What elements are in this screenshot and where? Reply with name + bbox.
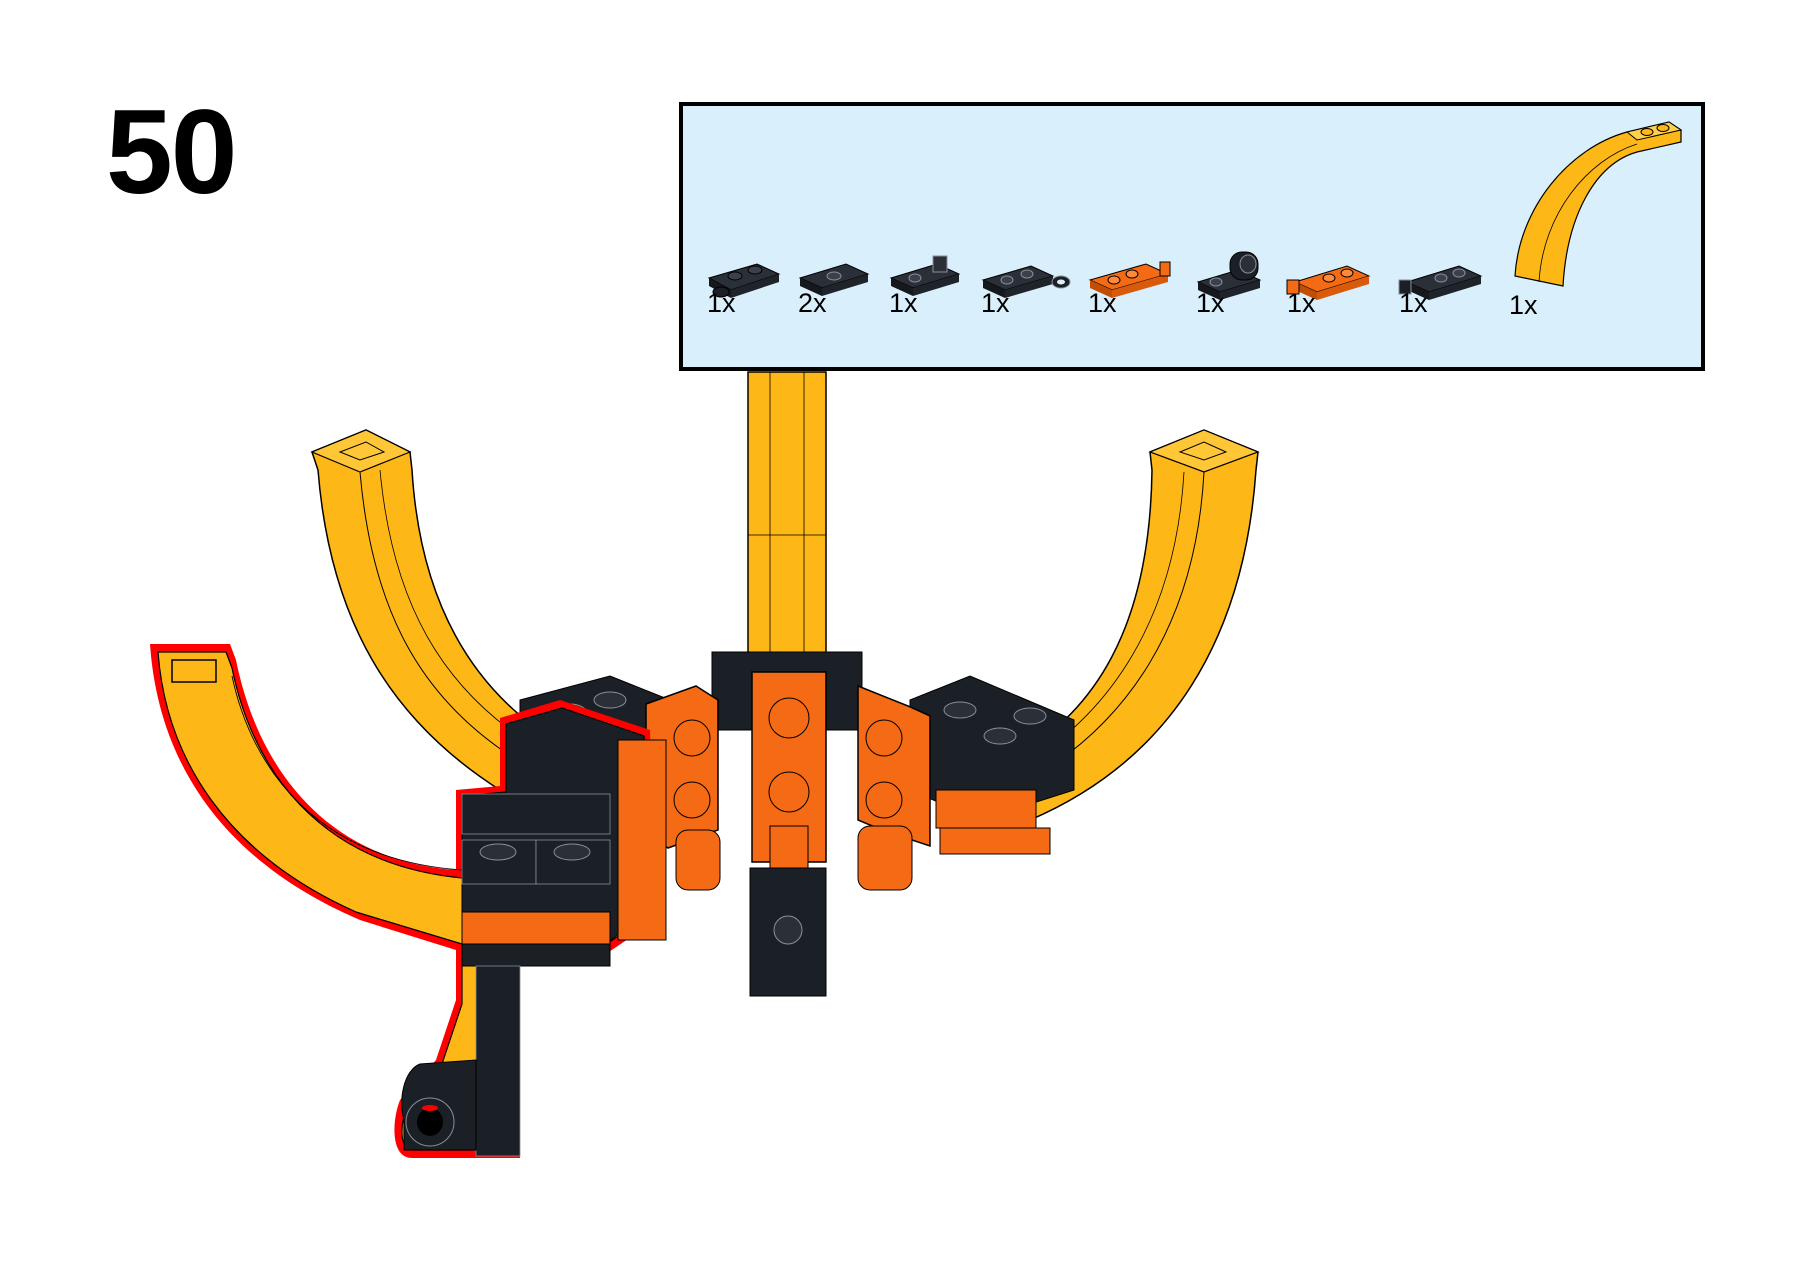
yellow-center-column — [748, 372, 826, 672]
new-subassembly-highlighted — [150, 644, 666, 1158]
